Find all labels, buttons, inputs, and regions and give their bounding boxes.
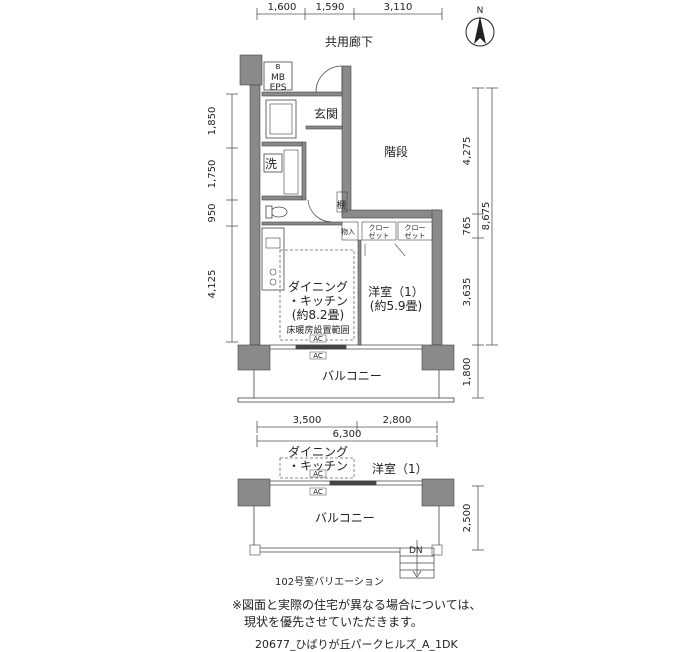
left-dimension: [226, 93, 238, 343]
shelf-label: 棚: [337, 199, 346, 211]
right-dim-2: 765: [462, 216, 473, 235]
right-dimension: [472, 87, 498, 399]
left-dim-1: 1,850: [207, 107, 218, 136]
bottom-dim-1: 3,500: [293, 415, 322, 426]
var-balcony-label: バルコニー: [315, 511, 375, 525]
dining-line2: ・キッチン: [288, 294, 348, 308]
top-dimension: [256, 8, 443, 20]
closet-1: [361, 221, 397, 241]
western-line2: (約5.9畳): [370, 298, 422, 313]
right-dim-4: 1,800: [462, 358, 473, 387]
dining-line3: (約8.2畳): [292, 307, 344, 322]
western-line1: 洋室（1）: [368, 284, 424, 299]
right-dim-1: 4,275: [462, 137, 473, 166]
note-line-1: ※図面と実際の住宅が異なる場合については、: [232, 598, 482, 612]
floor-heating-label: 床暖房設置範囲: [286, 324, 349, 336]
note: ※図面と実際の住宅が異なる場合については、 現状を優先させていただきます。: [232, 597, 532, 631]
entrance-door: [315, 65, 343, 93]
right-dim-3: 3,635: [462, 278, 473, 307]
closet1-line1: クロー: [369, 224, 390, 232]
var-dining-line2: ・キッチン: [288, 459, 348, 473]
left-dim-3: 950: [207, 203, 218, 222]
left-dim-2: 1,750: [207, 160, 218, 189]
left-dim-4: 4,125: [207, 270, 218, 299]
bottom-dim-2: 2,800: [383, 415, 412, 426]
dining-line1: ダイニング: [288, 279, 348, 294]
var-walls: [237, 478, 455, 507]
ac-label-dining: AC: [313, 335, 323, 343]
caption: 20677_ひばりが丘パークヒルズ_A_1DK: [255, 638, 458, 651]
closet-2: [397, 221, 433, 241]
mb-b-label: B: [276, 63, 281, 71]
north-label: N: [477, 6, 484, 16]
bottom-dimension: [256, 421, 438, 447]
north-arrow-icon: N: [465, 6, 495, 47]
wash-basin: [263, 153, 283, 173]
dn-label: DN: [409, 546, 423, 556]
var-ac-label-1: AC: [313, 470, 323, 478]
wash-label: 洗: [265, 157, 277, 171]
closet1-line2: ゼット: [369, 231, 390, 240]
balcony-windows: [270, 344, 422, 350]
variation-title: 102号室バリエーション: [275, 575, 384, 588]
balcony-rail: [237, 397, 455, 403]
closet2-line1: クロー: [405, 224, 426, 232]
stairs-label: 階段: [384, 144, 408, 159]
note-line-2: 現状を優先させていただきます。: [244, 615, 423, 629]
bottom-dim-total: 6,300: [333, 429, 362, 440]
var-stairs: [399, 540, 435, 579]
entrance-label: 玄関: [314, 106, 338, 121]
mb-eps-box: [263, 61, 293, 91]
kitchen-counter: [261, 227, 285, 291]
closet2-line2: ゼット: [405, 231, 426, 240]
var-windows: [270, 480, 422, 486]
corridor-label: 共用廊下: [325, 34, 373, 49]
toilet: [270, 206, 288, 218]
var-western-label: 洋室（1）: [372, 461, 428, 476]
top-dim-1: 1,600: [268, 2, 297, 13]
var-ac-label-2: AC: [313, 488, 323, 496]
bathtub: [265, 99, 297, 139]
walls: [237, 54, 455, 371]
var-dining-line1: ダイニング: [288, 444, 348, 459]
top-dim-3: 3,110: [384, 2, 413, 13]
mb-label: MB: [271, 73, 285, 83]
balcony-label: バルコニー: [322, 369, 382, 383]
storage-label: 物入: [341, 227, 355, 236]
var-dim-label: 2,500: [462, 504, 473, 533]
ac-label-balcony: AC: [313, 352, 323, 360]
top-dim-2: 1,590: [316, 2, 345, 13]
right-dim-total: 8,675: [481, 202, 492, 231]
var-dimension: [472, 485, 484, 551]
eps-label: EPS: [270, 83, 287, 93]
